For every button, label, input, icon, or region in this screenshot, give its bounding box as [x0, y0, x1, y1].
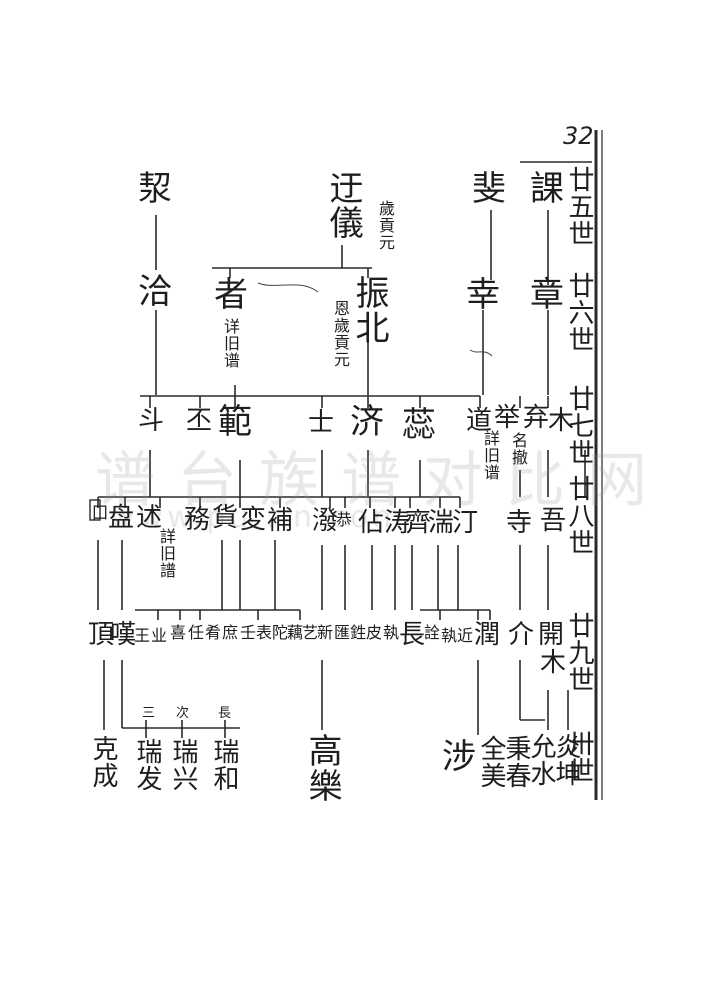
person-dao: 道 — [466, 406, 493, 436]
person-ruifa: 瑞发 — [132, 738, 162, 792]
person-ke: 課 — [530, 169, 564, 209]
person-g28-3: 述 — [136, 503, 163, 533]
person-qie: 洯 — [138, 169, 172, 209]
person-xing: 幸 — [466, 275, 500, 315]
rank-san: 三 — [142, 706, 156, 721]
person-g29-26: 木 — [540, 648, 567, 678]
person-g29-11: 陀 — [272, 623, 289, 642]
person-g28-2: 盘 — [108, 503, 135, 533]
generation-label-25: 廿五世 — [564, 166, 594, 247]
person-g28-6: 変 — [240, 505, 267, 535]
person-g28-14: 汀 — [452, 508, 479, 538]
person-g29-1: 頂 — [88, 620, 115, 650]
note-zhenbei: 恩歲貢元 — [331, 300, 350, 368]
person-dou: 斗 — [138, 406, 165, 436]
note-dao: 詳旧谱 — [481, 430, 500, 481]
person-pi: 丕 — [186, 406, 213, 436]
person-g29-19: 長 — [399, 620, 426, 650]
person-g29-8: 庶 — [222, 623, 239, 642]
person-g29-6: 任 — [188, 623, 205, 642]
person-fei: 斐 — [472, 169, 506, 209]
person-qia: 洽 — [138, 272, 172, 312]
person-g29-15: 匯 — [334, 623, 351, 642]
watermark-url: www.pu...n.com — [110, 500, 406, 535]
note-zhe: 详旧谱 — [221, 318, 240, 369]
person-zhang: 章 — [530, 275, 564, 315]
person-ju: 举 — [494, 403, 521, 433]
generation-label-28: 廿八世 — [564, 475, 594, 556]
person-fan: 範 — [218, 402, 252, 442]
person-g29-9: 壬 — [240, 623, 257, 642]
person-g29-13: 艺 — [302, 623, 319, 642]
rank-ci: 次 — [176, 706, 190, 721]
person-ruixing: 瑞兴 — [168, 738, 198, 792]
person-g28-4: 務 — [184, 505, 211, 535]
generation-label-26: 廿六世 — [564, 272, 594, 353]
person-g29-2: 嘆 — [110, 620, 137, 650]
person-ji: 济 — [350, 402, 384, 442]
person-kecheng: 克成 — [88, 735, 118, 789]
person-g29-5: 喜 — [170, 623, 187, 642]
person-g29-4: 业 — [151, 626, 168, 645]
person-g29-22: 近 — [457, 626, 474, 645]
person-g29-24: 介 — [508, 620, 535, 650]
watermark-text: 谱台族谱对比网 — [95, 446, 669, 516]
person-g29-25: 開 — [538, 620, 565, 650]
person-g29-21: 執 — [441, 626, 458, 645]
person-g28-13: 湍 — [428, 508, 455, 538]
person-g28-12: 齊 — [405, 508, 432, 538]
person-g29-14: 新 — [317, 623, 334, 642]
note-yi: 歲貢元 — [376, 200, 395, 251]
person-yunshui: 允水 — [526, 733, 556, 787]
person-g28-5: 貨 — [212, 503, 239, 533]
person-g28-15: 寺 — [506, 508, 533, 538]
person-g28-1: 囗 — [92, 503, 109, 522]
person-g29-7: 肴 — [205, 623, 222, 642]
person-ruihe: 瑞和 — [209, 738, 239, 792]
person-bu: 涉 — [442, 737, 476, 777]
person-qi: 弃 — [523, 403, 550, 433]
person-shi: 士 — [308, 408, 335, 438]
person-g29-10: 表 — [256, 623, 273, 642]
person-g29-23: 潤 — [474, 620, 501, 650]
person-g29-16: 鉎 — [350, 623, 367, 642]
note-ju: 名撤 — [509, 432, 528, 466]
person-g29-20: 詮 — [424, 623, 441, 642]
rank-zhang: 長 — [218, 706, 232, 721]
person-yankun: 炎坤 — [551, 733, 581, 787]
person-g29-17: 皮 — [366, 623, 383, 642]
person-jianchun: 秉春 — [501, 735, 531, 789]
person-g29-12: 藕 — [287, 623, 304, 642]
person-g28-10: 佔 — [358, 508, 385, 538]
generation-label-30: 卅世 — [564, 730, 594, 784]
generation-label-29: 廿九世 — [564, 612, 594, 693]
person-g28-9: 恭 — [336, 510, 353, 529]
person-zhe: 者 — [214, 275, 248, 315]
person-g29-3: 王 — [134, 626, 151, 645]
person-g28-7: 補 — [267, 506, 294, 536]
person-g28-11: 涛 — [384, 508, 411, 538]
page-number: 32 — [563, 122, 594, 150]
person-gaole: 高樂 — [302, 733, 342, 803]
person-g28-16: 吾 — [540, 506, 567, 536]
person-rui: 蕊 — [402, 405, 436, 445]
person-g29-18: 執 — [383, 623, 400, 642]
person-g28-8: 潑 — [312, 506, 339, 536]
person-yi: 迂儀 — [323, 170, 363, 240]
note-g28-3: 詳旧譜 — [157, 528, 176, 579]
person-zhenbei: 振北 — [349, 275, 389, 345]
person-mu: 木 — [548, 406, 575, 436]
generation-label-27: 廿七世 — [564, 385, 594, 466]
person-quanmei: 全美 — [476, 735, 506, 789]
